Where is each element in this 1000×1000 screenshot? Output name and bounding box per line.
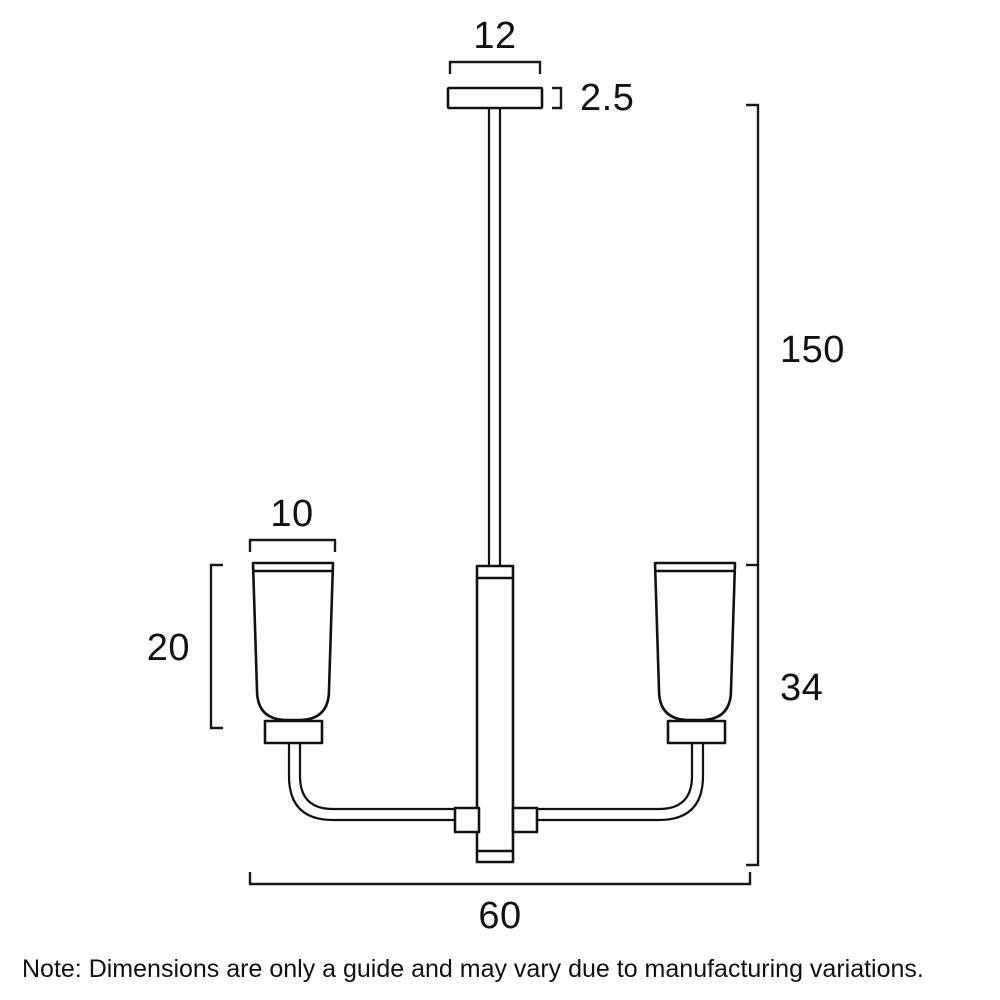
right-curved-arm — [511, 743, 705, 834]
dimension-label-shade-height: 20 — [147, 627, 190, 669]
right-arm-inner-edge — [534, 743, 705, 822]
left-arm-connector-box — [453, 806, 481, 834]
dimension-label-canopy-thickness: 2.5 — [580, 77, 634, 119]
dimension-bracket-60 — [248, 872, 752, 886]
right-arm-outer-edge — [534, 743, 694, 811]
right-shade-outline — [653, 561, 737, 722]
suspension-rod — [487, 108, 502, 570]
left-glass-shade — [251, 561, 335, 745]
left-curved-arm — [287, 743, 481, 834]
dimension-shade-height: 20 — [147, 563, 223, 730]
dimension-shade-width: 10 — [248, 493, 337, 552]
right-arm-connector-box — [511, 806, 539, 834]
body-tube-outline — [475, 564, 515, 864]
dimension-bracket-2point5 — [552, 86, 563, 110]
left-arm-inner-edge — [287, 743, 459, 822]
dimension-label-fixture-height: 34 — [780, 667, 823, 709]
right-glass-shade — [653, 561, 737, 745]
dimension-bracket-12 — [448, 60, 542, 74]
dimension-canopy-width: 12 — [448, 15, 542, 74]
center-body-tube — [475, 564, 515, 864]
dimension-vertical-right: 150 34 — [746, 103, 845, 867]
dimension-label-shade-width: 10 — [270, 493, 313, 535]
dimension-label-overall-width: 60 — [478, 895, 521, 937]
dimension-label-total-drop: 150 — [780, 329, 845, 371]
dimension-label-canopy-width: 12 — [473, 15, 516, 57]
dimension-bracket-20 — [209, 563, 223, 730]
right-socket-collar — [666, 719, 727, 745]
ceiling-canopy-plate — [446, 86, 544, 110]
dimension-bracket-10 — [248, 538, 337, 552]
left-socket-collar — [263, 719, 324, 745]
dimension-overall-width: 60 — [248, 872, 752, 937]
dimension-bracket-right-overall — [746, 103, 760, 867]
left-arm-outer-edge — [298, 743, 459, 811]
left-shade-outline — [251, 561, 335, 722]
manufacturing-note: Note: Dimensions are only a guide and ma… — [22, 955, 924, 983]
dimension-canopy-thickness: 2.5 — [552, 77, 634, 119]
